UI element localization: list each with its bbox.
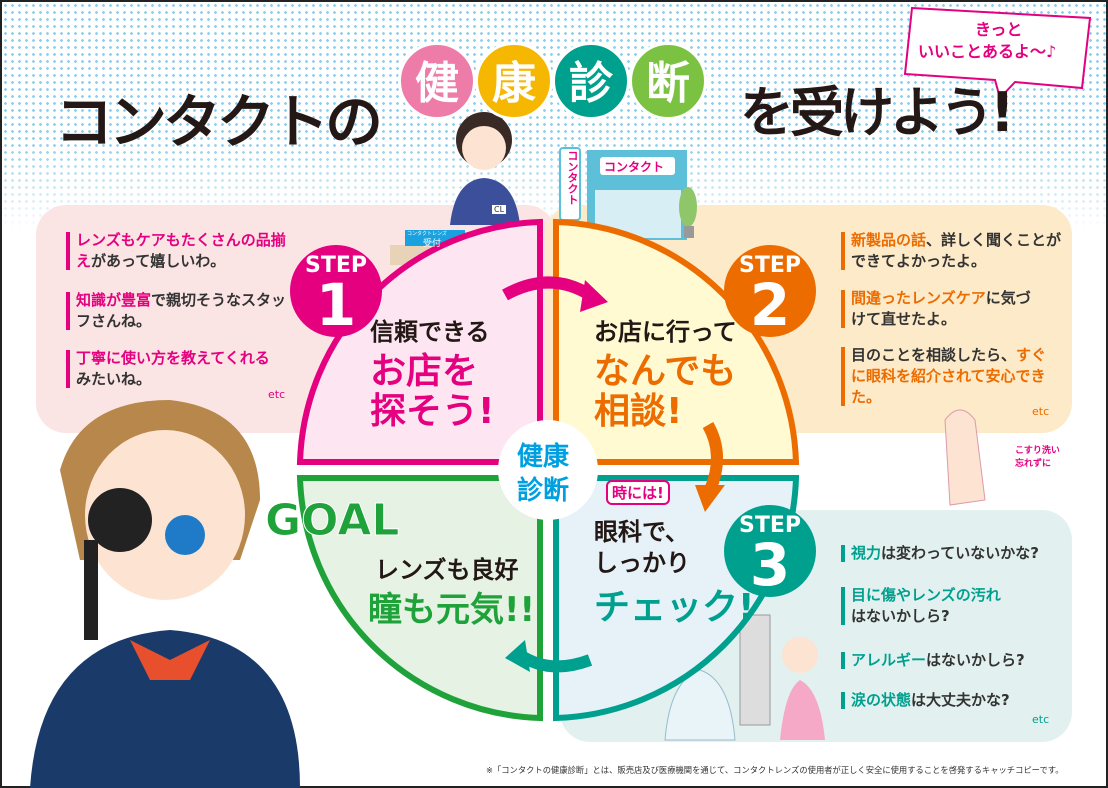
title-part1: コンタクトの [55, 88, 383, 156]
center-circle [498, 420, 598, 520]
reception-sign-line1: コンタクトレンズ [407, 231, 447, 237]
goal-label: GOAL [264, 495, 400, 547]
name-badge: CL [492, 205, 507, 214]
hands-illustration [944, 409, 986, 506]
speech-bubble-line2: いいことあるよ〜♪ [918, 42, 1057, 61]
step3-comment-4: 涙の状態は大丈夫かな? [841, 690, 1071, 711]
title-kanji-3: 診 [552, 42, 630, 120]
step3-etc: etc [1032, 713, 1050, 726]
step3-lead-line1: 眼科で、 [594, 518, 690, 546]
step3-comment-2: 目に傷やレンズの汚れはないかしら? [841, 585, 1001, 627]
center-label-line2: 診断 [517, 476, 570, 506]
step3-sometimes-badge: 時には! [606, 480, 670, 505]
footnote: ※「コンタクトの健康診断」とは、販売店及び医療機関を通じて、コンタクトレンズの使… [486, 765, 1064, 775]
girl-illustration [30, 400, 300, 788]
step2-comment-1: 新製品の話、詳しく聞くことができてよかったよ。 [841, 230, 1071, 272]
step1-comment-3: 丁寧に使い方を教えてくれるみたいね。 [66, 348, 281, 390]
step1-comment-1: レンズもケアもたくさんの品揃えがあって嬉しいわ。 [66, 230, 296, 272]
step1-lead: 信頼できる [370, 318, 490, 346]
step3-comment-1: 視力は変わっていないかな? [841, 543, 1071, 564]
center-label-line1: 健康 [517, 442, 570, 472]
step2-comment-2: 間違ったレンズケアに気づけて直せたよ。 [841, 288, 1031, 330]
goal-quadrant [296, 475, 543, 722]
title-kanji-1: 健 [398, 42, 476, 120]
step2-quadrant [553, 218, 800, 465]
step2-comment-3: 目のことを相談したら、すぐに眼科を紹介されて安心できた。 [841, 345, 1061, 408]
step1-comment-2: 知識が豊富で親切そうなスタッフさんね。 [66, 290, 296, 332]
shop-illustration [559, 147, 697, 240]
arrow-step1-to-2 [502, 276, 594, 301]
speech-bubble [903, 6, 1092, 100]
title-kanji-4: 断 [629, 42, 707, 120]
step2-etc: etc [1032, 405, 1050, 418]
rub-wash-note-line2: 忘れずに [1015, 459, 1052, 469]
step1-etc: etc [268, 388, 286, 401]
speech-bubble-line1: きっと [975, 20, 1023, 39]
title-part2: を受けよう! [740, 81, 1015, 144]
goal-lead: レンズも良好 [375, 556, 519, 584]
step2-main-line2: 相談! [594, 391, 683, 432]
rub-wash-note-line1: こすり洗い [1015, 446, 1060, 456]
step3-lead-line2: しっかり [594, 549, 690, 577]
step1-main-line1: お店を [370, 351, 479, 392]
arrow-step2-to-3 [702, 422, 724, 493]
step1-main-line2: 探そう! [370, 391, 495, 432]
title-kanji-2: 康 [475, 42, 553, 120]
goal-main: 瞳も元気!! [368, 590, 536, 630]
step2-lead: お店に行って [594, 318, 737, 346]
shop-sign-horizontal: コンタクト [604, 160, 665, 174]
step2-main-line1: なんでも [594, 351, 737, 392]
step3-comment-3: アレルギーはないかしら? [841, 650, 1071, 671]
step3-main: チェック! [594, 587, 755, 628]
reception-sign-line2: 受付 [423, 239, 442, 249]
shop-sign-vertical: コンタクト [566, 150, 579, 205]
